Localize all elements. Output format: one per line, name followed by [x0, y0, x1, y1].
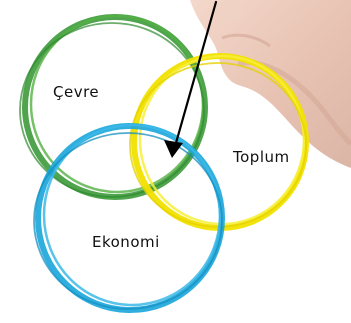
hand-photo	[190, 0, 351, 168]
society-label: Toplum	[232, 148, 290, 166]
environment-label: Çevre	[53, 83, 99, 101]
economy-circle	[34, 125, 222, 310]
economy-label: Ekonomi	[92, 233, 160, 251]
environment-circle	[20, 16, 205, 197]
